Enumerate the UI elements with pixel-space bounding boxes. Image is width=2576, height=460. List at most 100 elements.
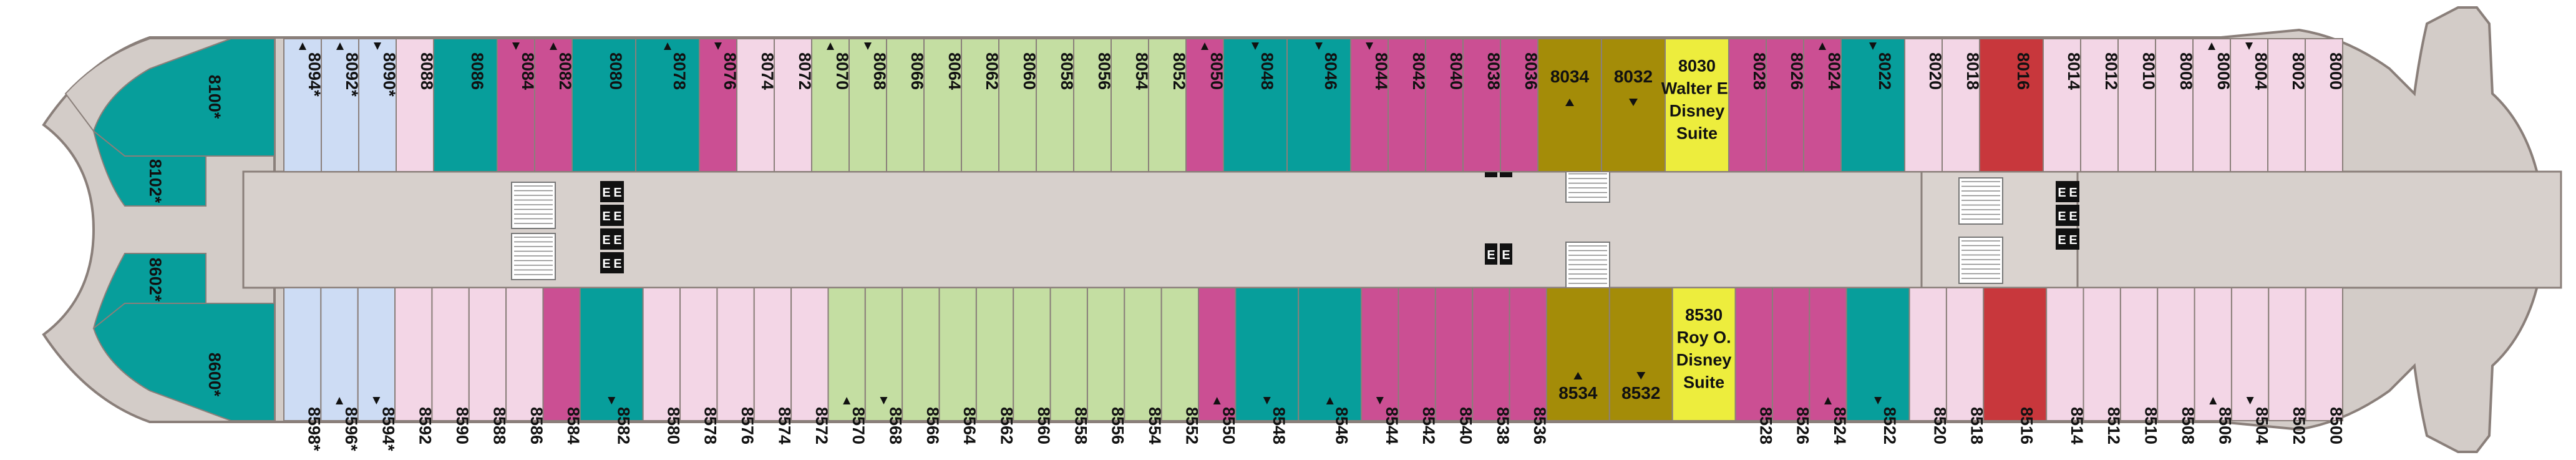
cabin-8560[interactable]: 8560	[1013, 287, 1053, 444]
cabin-8050[interactable]: 8050	[1185, 38, 1226, 172]
cabin-8084[interactable]: 8084	[497, 38, 537, 172]
cabin-8540[interactable]: 8540	[1434, 287, 1475, 444]
cabin-8552[interactable]: 8552	[1160, 287, 1202, 444]
cabin-8014[interactable]: 8014	[2043, 38, 2083, 172]
cabin-8024[interactable]: 8024	[1803, 38, 1844, 172]
cabin-8588[interactable]: 8588	[468, 287, 509, 444]
cabin-8510[interactable]: 8510	[2119, 287, 2160, 444]
cabin-8086[interactable]: 8086	[433, 38, 498, 172]
cabin-8504[interactable]: 8504	[2230, 287, 2272, 444]
cabin-8054[interactable]: 8054	[1111, 38, 1151, 172]
cabin-8006[interactable]: 8006	[2192, 38, 2233, 172]
cabin-8524[interactable]: 8524	[1809, 287, 1849, 444]
cabin-8080[interactable]: 8080	[571, 38, 636, 172]
cabin-8020[interactable]: 8020	[1904, 38, 1945, 172]
cabin-8092-star[interactable]: 8092*	[321, 38, 361, 172]
cabin-8576[interactable]: 8576	[716, 287, 757, 444]
cabin-8074[interactable]: 8074	[736, 38, 777, 172]
cabin-8516[interactable]: 8516	[1983, 287, 2048, 444]
cabin-8010[interactable]: 8010	[2117, 38, 2158, 172]
cabin-8514[interactable]: 8514	[2046, 287, 2086, 444]
cabin-8558[interactable]: 8558	[1049, 287, 1091, 444]
cabin-8016[interactable]: 8016	[1979, 38, 2044, 172]
cabin-8518[interactable]: 8518	[1945, 287, 1986, 444]
bow-suite[interactable]	[92, 129, 207, 207]
cabin-8572[interactable]: 8572	[790, 287, 831, 444]
cabin-8002[interactable]: 8002	[2267, 38, 2308, 172]
cabin-8082[interactable]: 8082	[534, 38, 575, 172]
cabin-8000[interactable]: 8000	[2305, 38, 2345, 172]
cabin-8542[interactable]: 8542	[1397, 287, 1439, 444]
cabin-8594-star[interactable]: 8594*	[357, 287, 398, 451]
cabin-8544[interactable]: 8544	[1361, 287, 1401, 444]
cabin-8022[interactable]: 8022	[1840, 38, 1905, 172]
cabin-8512[interactable]: 8512	[2083, 287, 2124, 444]
cabin-8078[interactable]: 8078	[635, 38, 700, 172]
cabin-8520[interactable]: 8520	[1908, 287, 1950, 444]
cabin-8506[interactable]: 8506	[2194, 287, 2235, 444]
cabin-8568[interactable]: 8568	[864, 287, 905, 444]
cabin-8038[interactable]: 8038	[1462, 38, 1503, 172]
cabin-8052[interactable]: 8052	[1148, 38, 1188, 172]
cabin-8060[interactable]: 8060	[998, 38, 1039, 172]
cabin-8536[interactable]: 8536	[1509, 287, 1550, 444]
cabin-8550[interactable]: 8550	[1198, 287, 1238, 444]
cabin-8522[interactable]: 8522	[1845, 287, 1910, 444]
cabin-8500[interactable]: 8500	[2305, 287, 2346, 444]
cabin-8042[interactable]: 8042	[1388, 38, 1428, 172]
cabin-8554[interactable]: 8554	[1124, 287, 1164, 444]
cabin-8526[interactable]: 8526	[1771, 287, 1812, 444]
cabin-8026[interactable]: 8026	[1766, 38, 1806, 172]
cabin-8008[interactable]: 8008	[2155, 38, 2195, 172]
cabin-8566[interactable]: 8566	[902, 287, 942, 444]
cabin-8090-star[interactable]: 8090*	[358, 38, 399, 172]
bow-suite[interactable]	[92, 303, 275, 421]
cabin-8508[interactable]: 8508	[2157, 287, 2197, 444]
cabin-8528[interactable]: 8528	[1734, 287, 1776, 444]
cabin-8068[interactable]: 8068	[848, 38, 889, 172]
cabin-8032[interactable]: 8032	[1601, 38, 1666, 172]
cabin-8584[interactable]: 8584	[542, 287, 583, 444]
cabin-8592[interactable]: 8592	[394, 287, 435, 444]
cabin-8586[interactable]: 8586	[505, 287, 546, 444]
cabin-8076[interactable]: 8076	[699, 38, 739, 172]
cabin-8044[interactable]: 8044	[1350, 38, 1391, 172]
cabin-8582[interactable]: 8582	[579, 287, 644, 444]
cabin-8040[interactable]: 8040	[1425, 38, 1465, 172]
cabin-8036[interactable]: 8036	[1500, 38, 1540, 172]
cabin-8534[interactable]: 8534	[1545, 287, 1610, 421]
cabin-8004[interactable]: 8004	[2230, 38, 2270, 172]
cabin-8590[interactable]: 8590	[431, 287, 472, 444]
cabin-8574[interactable]: 8574	[753, 287, 794, 444]
cabin-8562[interactable]: 8562	[975, 287, 1016, 444]
cabin-8548[interactable]: 8548	[1235, 287, 1300, 444]
cabin-8058[interactable]: 8058	[1036, 38, 1076, 172]
cabin-8094-star[interactable]: 8094*	[283, 38, 324, 172]
cabin-8556[interactable]: 8556	[1086, 287, 1127, 444]
cabin-8070[interactable]: 8070	[811, 38, 852, 172]
cabin-8598-star[interactable]: 8598*	[283, 287, 324, 451]
cabin-8012[interactable]: 8012	[2080, 38, 2121, 172]
cabin-8546[interactable]: 8546	[1298, 287, 1363, 444]
cabin-8046[interactable]: 8046	[1286, 38, 1351, 172]
cabin-8048[interactable]: 8048	[1223, 38, 1288, 172]
cabin-8596-star[interactable]: 8596*	[320, 287, 361, 451]
cabin-8064[interactable]: 8064	[923, 38, 964, 172]
cabin-8062[interactable]: 8062	[961, 38, 1001, 172]
cabin-8066[interactable]: 8066	[886, 38, 926, 172]
cabin-8072[interactable]: 8072	[774, 38, 814, 172]
cabin-8580[interactable]: 8580	[642, 287, 683, 444]
cabin-8034[interactable]: 8034	[1537, 38, 1602, 172]
cabin-8578[interactable]: 8578	[679, 287, 720, 444]
cabin-8502[interactable]: 8502	[2268, 287, 2308, 444]
cabin-8028[interactable]: 8028	[1728, 38, 1769, 172]
cabin-8018[interactable]: 8018	[1942, 38, 1982, 172]
cabin-8056[interactable]: 8056	[1073, 38, 1114, 172]
cabin-8088[interactable]: 8088	[396, 38, 436, 172]
cabin-8532[interactable]: 8532	[1608, 287, 1673, 421]
cabin-8538[interactable]: 8538	[1472, 287, 1512, 444]
cabin-8564[interactable]: 8564	[938, 287, 979, 444]
cabin-8570[interactable]: 8570	[827, 287, 868, 444]
